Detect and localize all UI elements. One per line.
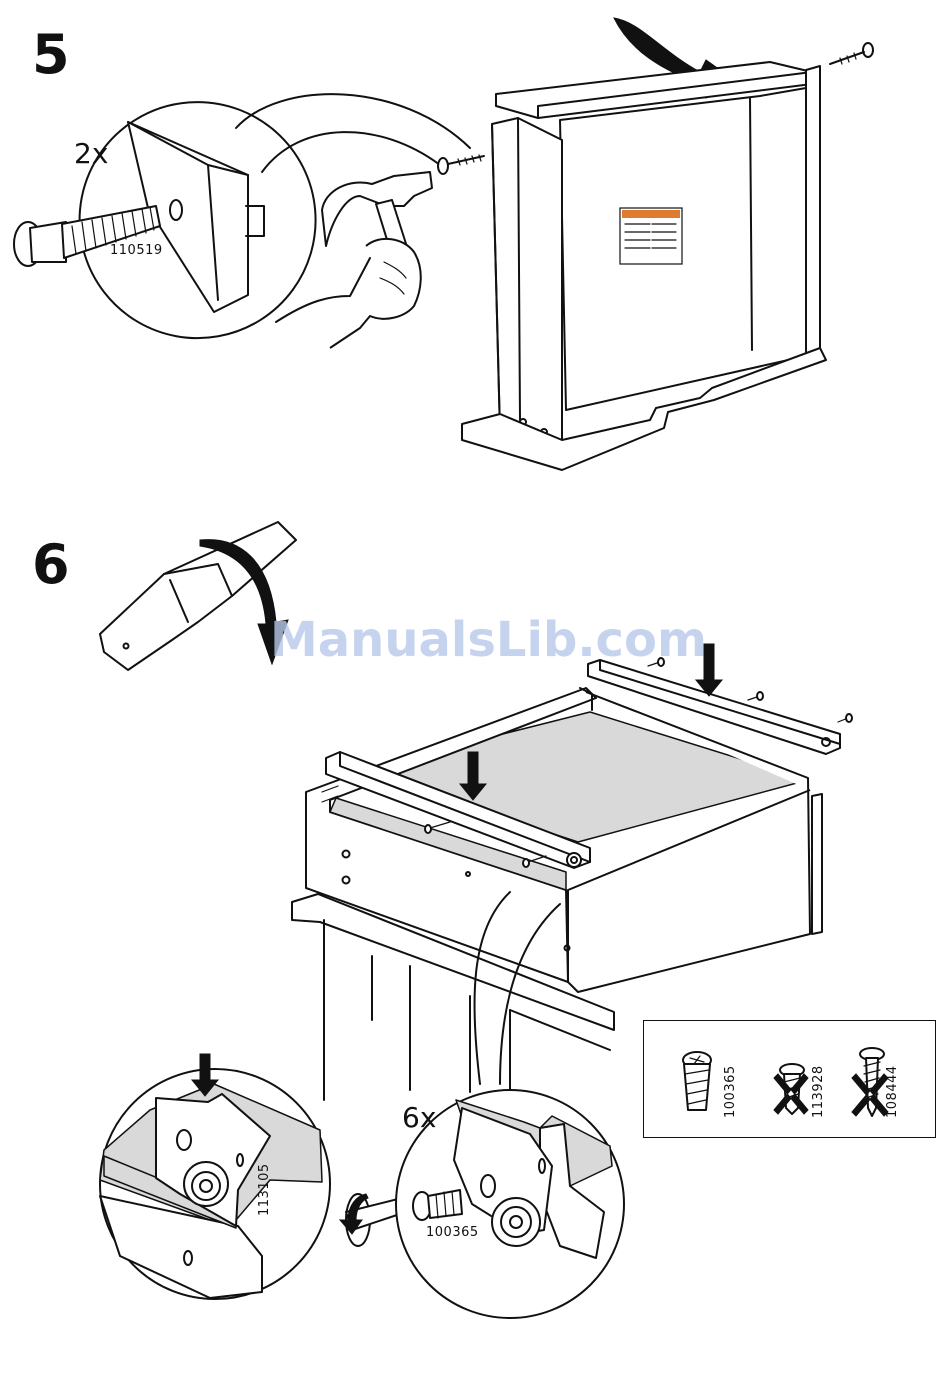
legend-code: 108444 <box>886 1065 899 1118</box>
watermark: ManualsLib.com <box>270 612 707 668</box>
legend-code: 113928 <box>812 1065 825 1118</box>
legend-code: 100365 <box>724 1065 737 1118</box>
screw-icon <box>683 1052 711 1110</box>
